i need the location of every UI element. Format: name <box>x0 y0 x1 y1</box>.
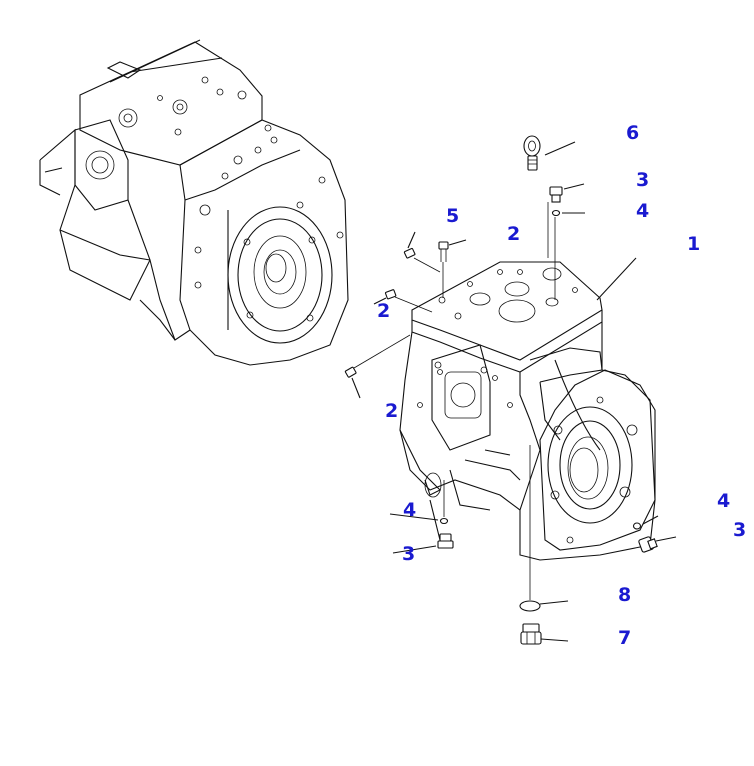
oring-right <box>632 515 659 530</box>
bolt-part-5 <box>438 239 467 298</box>
eye-bolt <box>523 135 576 171</box>
callout-7: 7 <box>618 627 631 649</box>
callout-4-left: 4 <box>403 499 416 521</box>
callout-2-top: 2 <box>507 223 520 245</box>
callout-3-top: 3 <box>636 169 649 191</box>
callout-4-right: 4 <box>717 490 730 512</box>
callout-4-top: 4 <box>636 200 649 222</box>
callout-8: 8 <box>618 584 631 606</box>
oring-top <box>551 209 585 217</box>
pump-body-illustration <box>399 261 656 561</box>
gasket-part-8 <box>519 600 569 612</box>
plug-top <box>549 183 585 203</box>
callout-2-low: 2 <box>385 400 398 422</box>
callout-1: 1 <box>687 233 700 255</box>
callout-3-right: 3 <box>733 519 746 541</box>
assembled-pump-illustration <box>39 39 349 366</box>
callout-2-mid: 2 <box>377 300 390 322</box>
callout-3-left: 3 <box>402 543 415 565</box>
plug-part-7 <box>520 623 569 645</box>
bolt-part-2-mid <box>373 289 433 313</box>
small-parts <box>344 135 677 645</box>
callout-6: 6 <box>626 122 639 144</box>
plug-right <box>638 536 677 553</box>
plug-left <box>392 533 454 554</box>
bolt-part-2-low <box>344 334 411 399</box>
oring-left <box>389 480 449 525</box>
callout-5: 5 <box>446 205 459 227</box>
callout-labels: 6 3 4 1 5 2 2 2 4 3 4 3 8 7 <box>377 122 746 649</box>
bolt-part-2-top <box>403 231 441 273</box>
